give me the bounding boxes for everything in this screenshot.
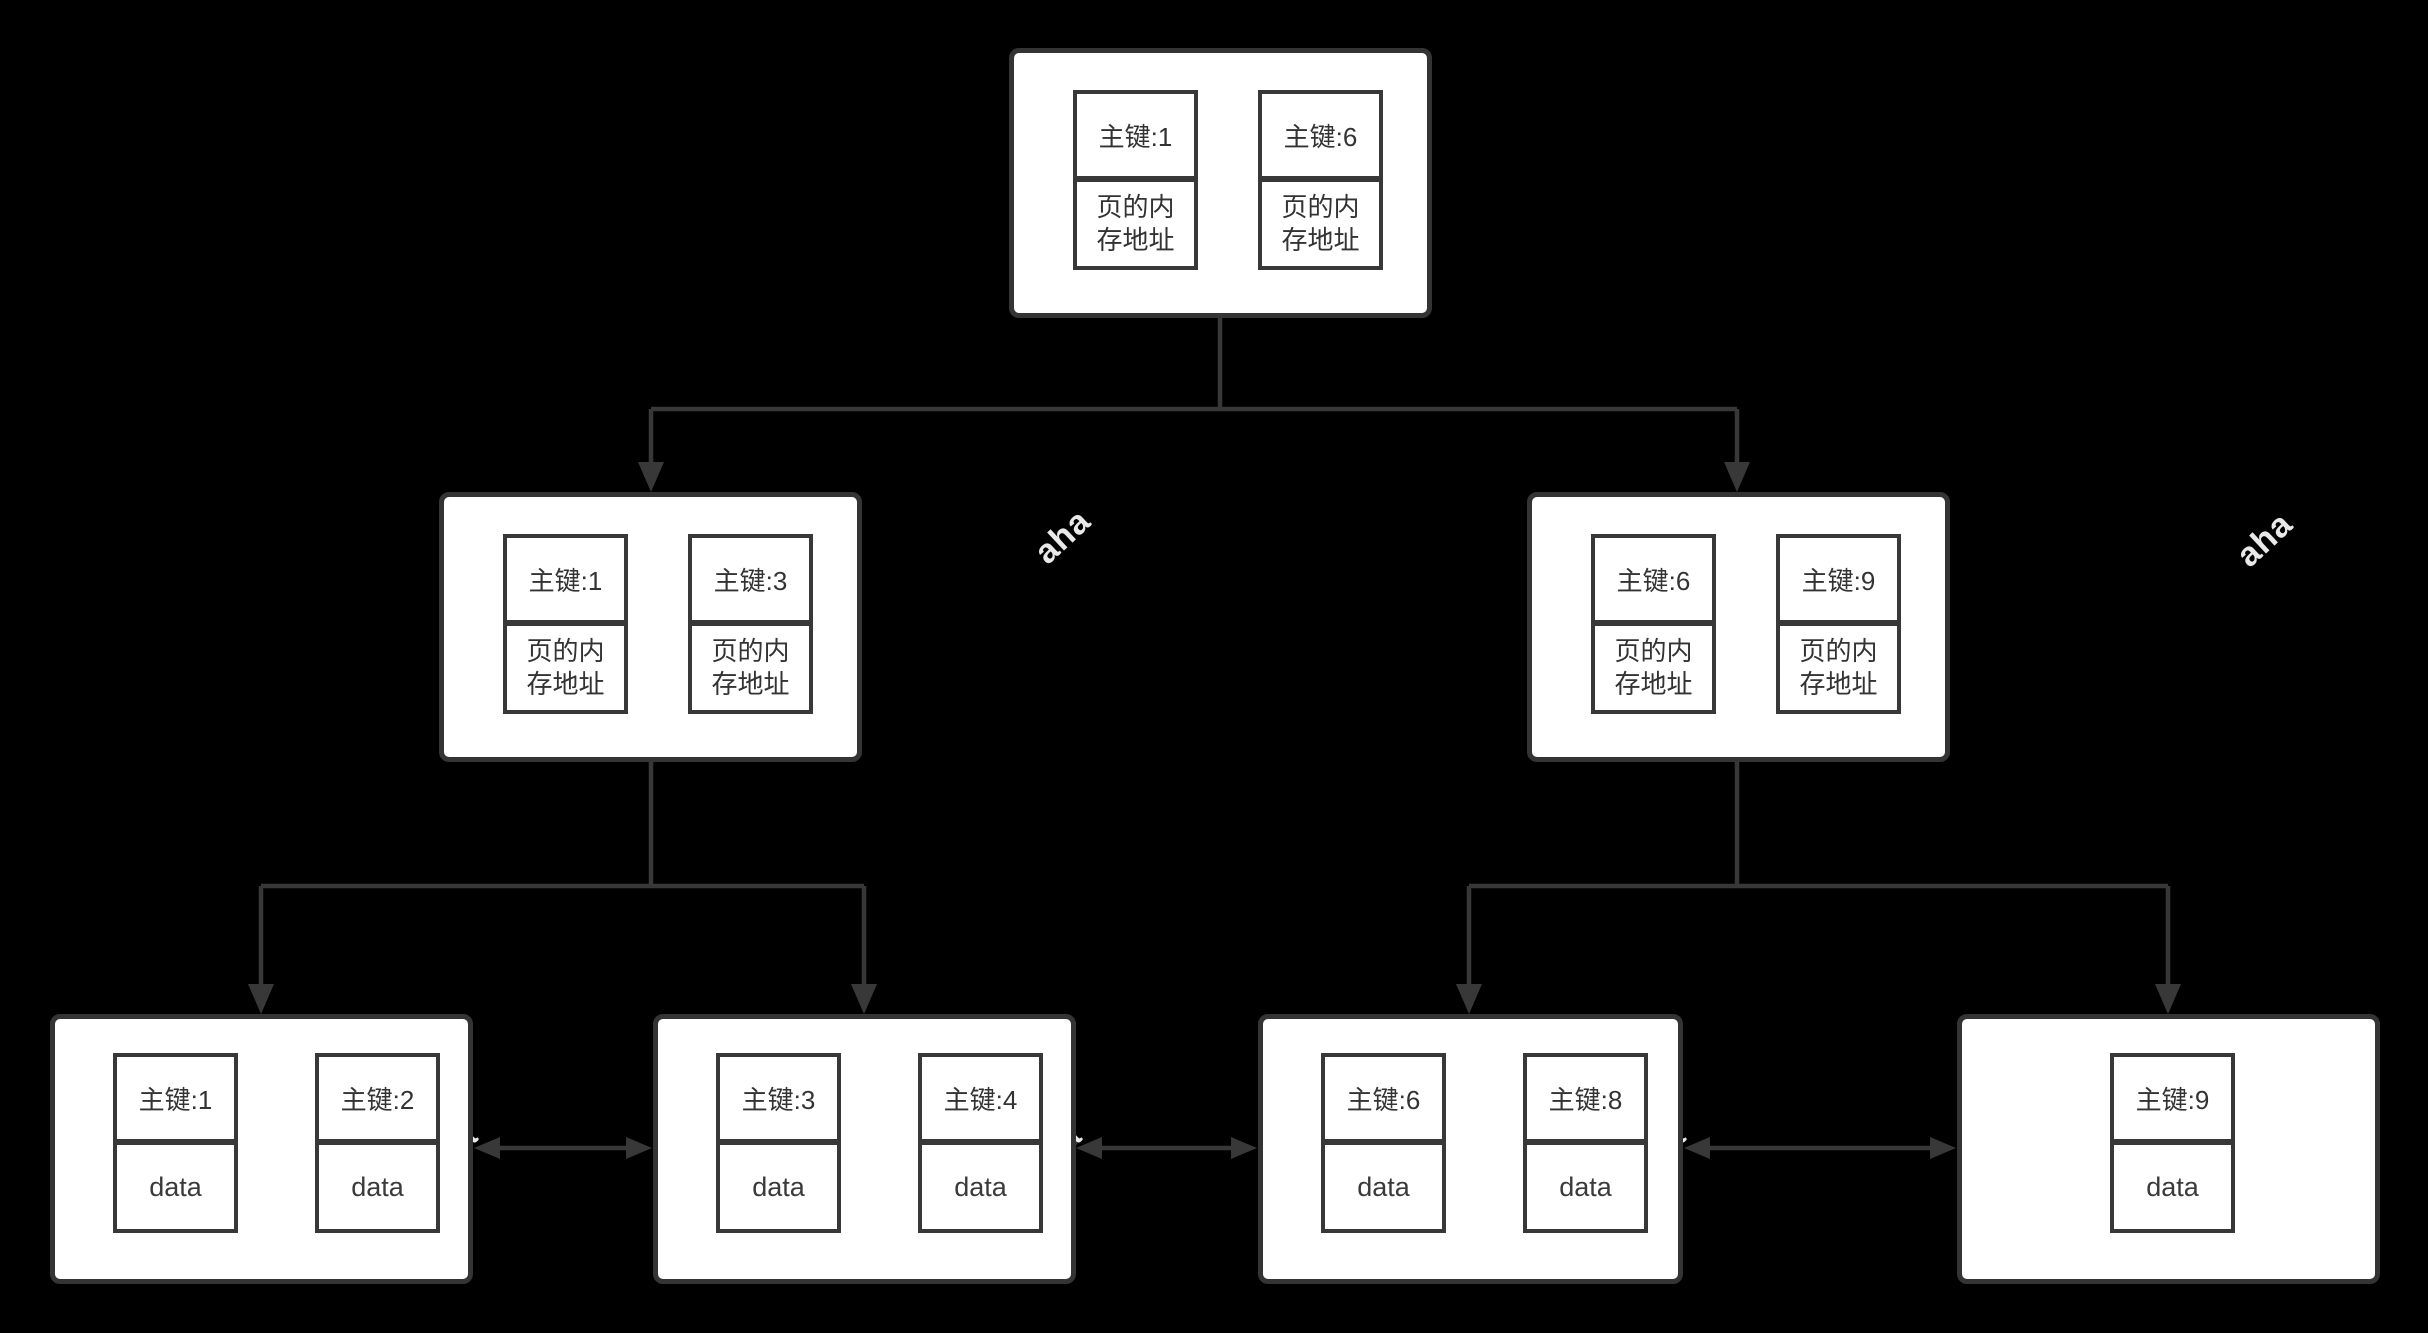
key-label: 主键:9 bbox=[2110, 1053, 2235, 1143]
page-address-label: 页的内存地址 bbox=[1776, 622, 1901, 714]
arrowhead-down-icon bbox=[851, 984, 877, 1014]
page-address-label: 页的内存地址 bbox=[1591, 622, 1716, 714]
arrowhead-down-icon bbox=[2155, 984, 2181, 1014]
key-label: 主键:3 bbox=[716, 1053, 841, 1143]
data-label: data bbox=[2110, 1141, 2235, 1233]
key-label: 主键:6 bbox=[1258, 90, 1383, 180]
index-entry: 主键:6 页的内存地址 bbox=[1258, 90, 1383, 270]
data-label: data bbox=[918, 1141, 1043, 1233]
arrowhead-down-icon bbox=[638, 462, 664, 492]
data-label: data bbox=[315, 1141, 440, 1233]
key-label: 主键:1 bbox=[503, 534, 628, 624]
key-label: 主键:6 bbox=[1591, 534, 1716, 624]
data-label: data bbox=[1321, 1141, 1446, 1233]
key-label: 主键:6 bbox=[1321, 1053, 1446, 1143]
record-entry: 主键:8 data bbox=[1523, 1053, 1648, 1233]
key-label: 主键:1 bbox=[1073, 90, 1198, 180]
arrowhead-right-icon bbox=[626, 1137, 652, 1159]
key-label: 主键:2 bbox=[315, 1053, 440, 1143]
arrowhead-left-icon bbox=[1684, 1137, 1710, 1159]
arrowhead-down-icon bbox=[248, 984, 274, 1014]
key-label: 主键:8 bbox=[1523, 1053, 1648, 1143]
key-label: 主键:4 bbox=[918, 1053, 1043, 1143]
edge-internal-left-to-leaves bbox=[248, 760, 877, 1014]
index-entry: 主键:3 页的内存地址 bbox=[688, 534, 813, 714]
leaf-sibling-link-1 bbox=[474, 1137, 652, 1159]
record-entry: 主键:3 data bbox=[716, 1053, 841, 1233]
data-label: data bbox=[113, 1141, 238, 1233]
record-entry: 主键:6 data bbox=[1321, 1053, 1446, 1233]
leaf-node-1: 主键:1 data 主键:2 data bbox=[50, 1014, 473, 1284]
leaf-node-2: 主键:3 data 主键:4 data bbox=[653, 1014, 1076, 1284]
internal-node-left: 主键:1 页的内存地址 主键:3 页的内存地址 bbox=[439, 492, 862, 762]
record-entry: 主键:2 data bbox=[315, 1053, 440, 1233]
leaf-sibling-link-3 bbox=[1684, 1137, 1956, 1159]
index-entry: 主键:9 页的内存地址 bbox=[1776, 534, 1901, 714]
record-entry: 主键:4 data bbox=[918, 1053, 1043, 1233]
page-address-label: 页的内存地址 bbox=[1258, 178, 1383, 270]
index-entry: 主键:1 页的内存地址 bbox=[503, 534, 628, 714]
page-address-label: 页的内存地址 bbox=[1073, 178, 1198, 270]
arrowhead-right-icon bbox=[1930, 1137, 1956, 1159]
leaf-node-4: 主键:9 data bbox=[1957, 1014, 2380, 1284]
internal-node-right: 主键:6 页的内存地址 主键:9 页的内存地址 bbox=[1527, 492, 1950, 762]
root-node: 主键:1 页的内存地址 主键:6 页的内存地址 bbox=[1009, 48, 1432, 318]
record-entry: 主键:1 data bbox=[113, 1053, 238, 1233]
page-address-label: 页的内存地址 bbox=[688, 622, 813, 714]
key-label: 主键:3 bbox=[688, 534, 813, 624]
arrowhead-down-icon bbox=[1456, 984, 1482, 1014]
data-label: data bbox=[716, 1141, 841, 1233]
edge-root-to-internal-nodes bbox=[638, 316, 1750, 492]
record-entry: 主键:9 data bbox=[2110, 1053, 2235, 1233]
page-address-label: 页的内存地址 bbox=[503, 622, 628, 714]
data-label: data bbox=[1523, 1141, 1648, 1233]
arrowhead-left-icon bbox=[474, 1137, 500, 1159]
leaf-sibling-link-2 bbox=[1076, 1137, 1257, 1159]
leaf-node-3: 主键:6 data 主键:8 data bbox=[1258, 1014, 1683, 1284]
arrowhead-left-icon bbox=[1076, 1137, 1102, 1159]
edge-internal-right-to-leaves bbox=[1456, 760, 2181, 1014]
key-label: 主键:1 bbox=[113, 1053, 238, 1143]
arrowhead-right-icon bbox=[1231, 1137, 1257, 1159]
index-entry: 主键:6 页的内存地址 bbox=[1591, 534, 1716, 714]
index-entry: 主键:1 页的内存地址 bbox=[1073, 90, 1198, 270]
arrowhead-down-icon bbox=[1724, 462, 1750, 492]
key-label: 主键:9 bbox=[1776, 534, 1901, 624]
